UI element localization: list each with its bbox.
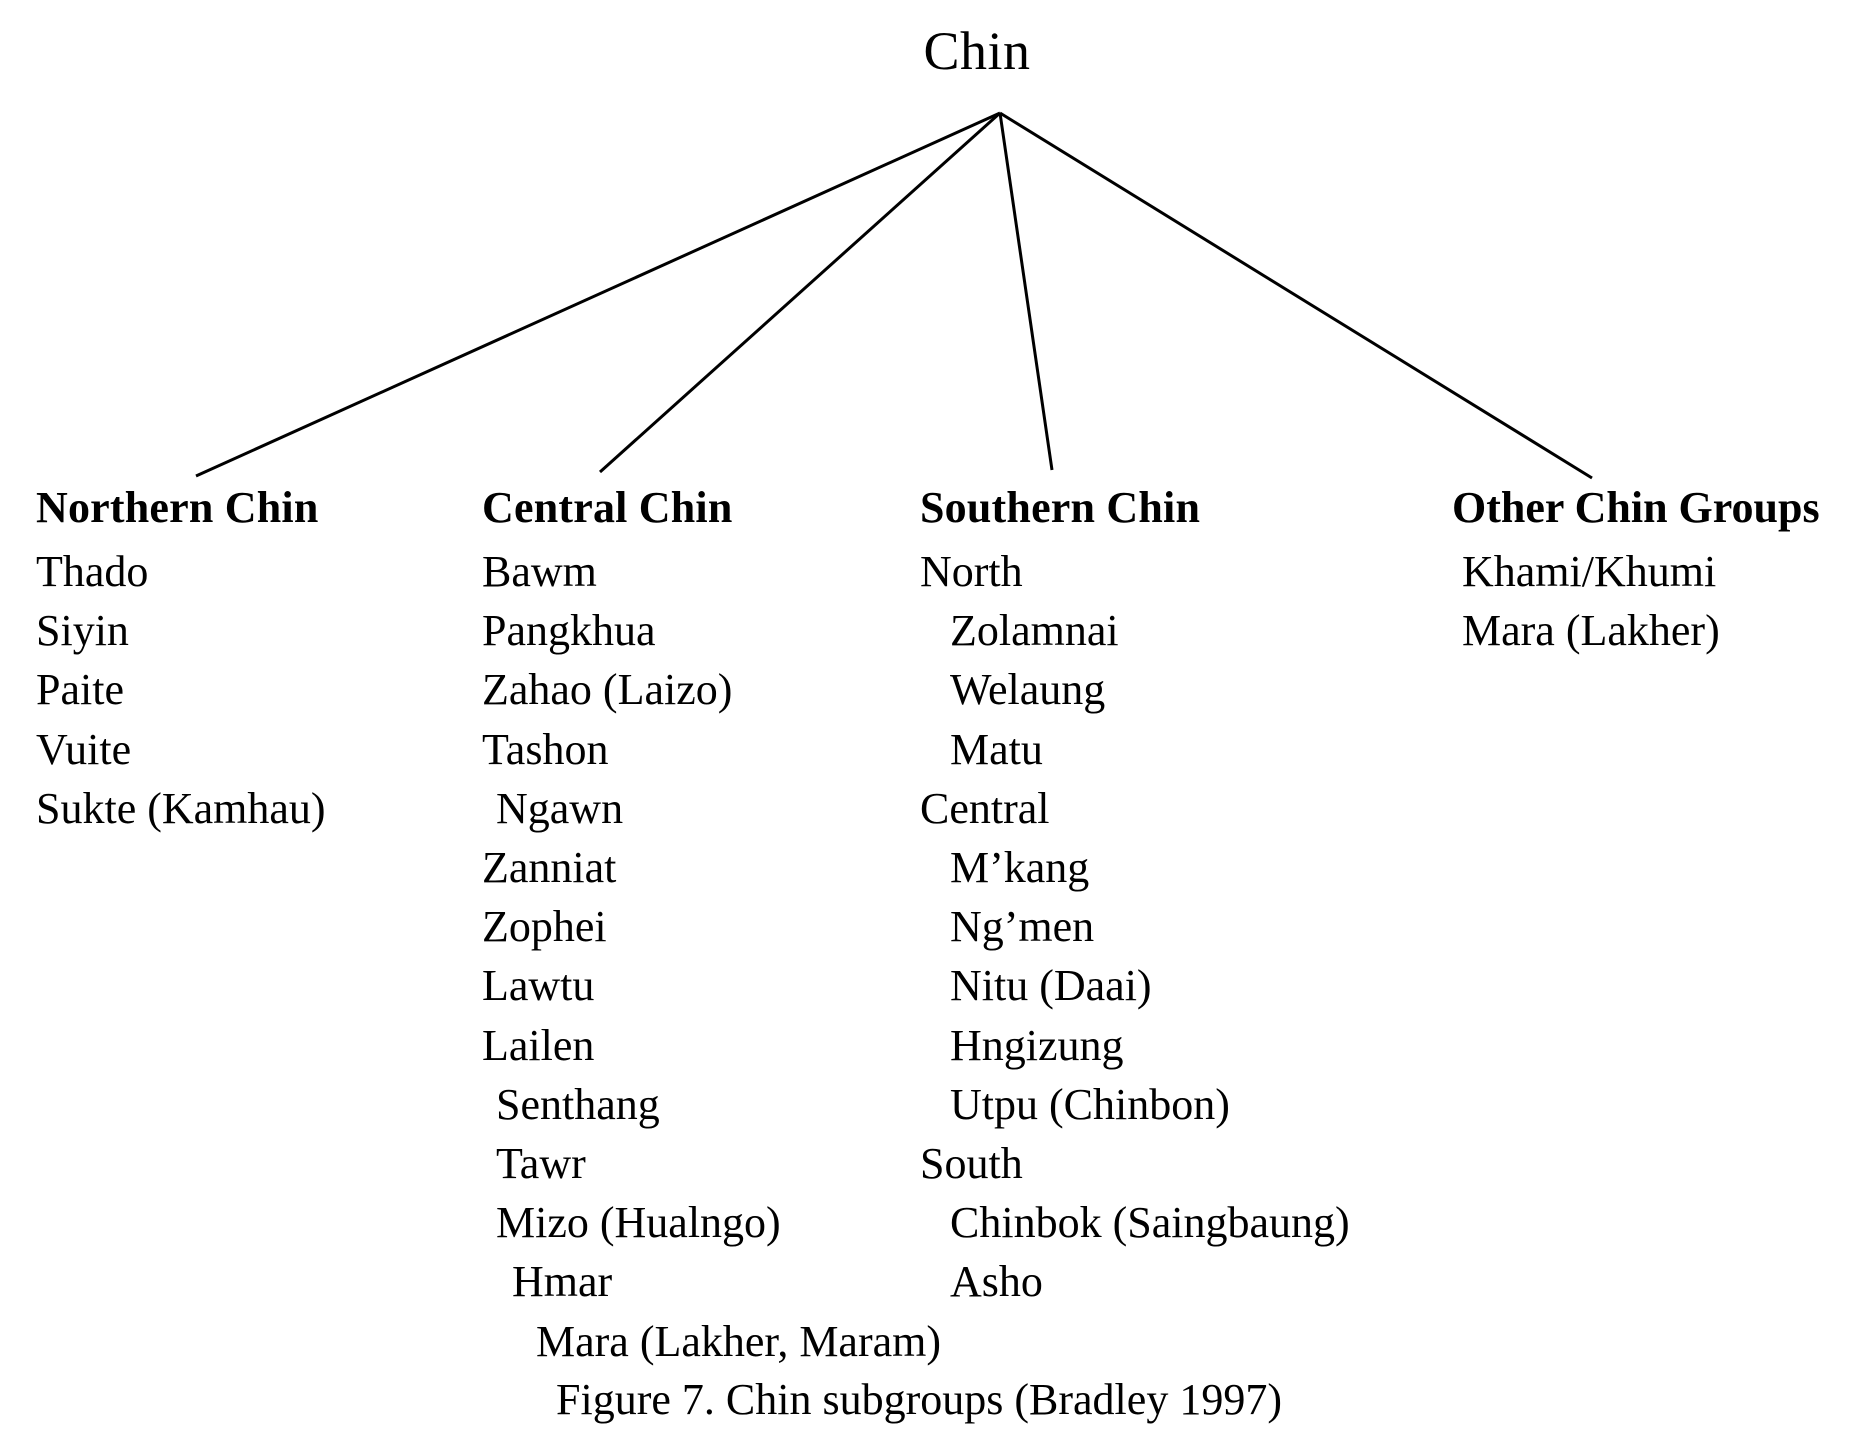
- list-item: Lawtu: [482, 961, 595, 1011]
- list-item: Khami/Khumi: [1462, 547, 1717, 596]
- list-item: Bawm: [482, 547, 597, 596]
- list-item: Zophei: [482, 902, 607, 952]
- column-northern-chin: Northern Chin Thado Siyin Paite Vuite Su…: [36, 486, 396, 838]
- column-header-other-chin-groups: Other Chin Groups: [1452, 483, 1820, 532]
- column-header-southern-chin: Southern Chin: [920, 483, 1201, 532]
- root-node: Chin: [0, 24, 1858, 78]
- list-item: Tawr: [496, 1139, 586, 1189]
- item-list-southern-chin: North Zolamnai Welaung Matu Central M’ka…: [920, 542, 1350, 1312]
- list-item: Central: [920, 783, 1050, 833]
- branch-line-central: [598, 111, 1002, 474]
- list-item: Matu: [950, 724, 1043, 774]
- branch-line-northern: [195, 111, 1001, 478]
- list-item: Paite: [36, 665, 124, 715]
- list-item: Nitu (Daai): [950, 961, 1152, 1011]
- list-item: Mara (Lakher): [1462, 606, 1720, 656]
- branch-line-other: [999, 111, 1593, 480]
- list-item: Vuite: [36, 724, 132, 774]
- list-item: Senthang: [496, 1079, 660, 1129]
- branch-line-southern: [998, 112, 1054, 471]
- list-item: North: [920, 547, 1023, 596]
- list-item: Sukte (Kamhau): [36, 783, 326, 833]
- list-item: Tashon: [482, 724, 609, 774]
- list-item: Hngizung: [950, 1020, 1124, 1070]
- item-list-other-chin-groups: Khami/Khumi Mara (Lakher): [1452, 542, 1852, 660]
- list-item: Utpu (Chinbon): [950, 1079, 1230, 1129]
- list-item: Welaung: [950, 665, 1106, 715]
- column-southern-chin: Southern Chin North Zolamnai Welaung Mat…: [920, 483, 1350, 1312]
- list-item: Zanniat: [482, 843, 617, 893]
- list-item: Zolamnai: [950, 606, 1119, 656]
- item-list-northern-chin: Thado Siyin Paite Vuite Sukte (Kamhau): [36, 542, 396, 838]
- item-list-central-chin: Bawm Pangkhua Zahao (Laizo) Tashon Ngawn…: [482, 542, 942, 1371]
- list-item: Ngawn: [496, 783, 624, 833]
- list-item: Siyin: [36, 606, 129, 656]
- list-item: Thado: [36, 547, 149, 596]
- list-item: M’kang: [950, 843, 1090, 893]
- list-item: Chinbok (Saingbaung): [950, 1198, 1350, 1248]
- column-header-northern-chin: Northern Chin: [36, 483, 319, 532]
- column-other-chin-groups: Other Chin Groups Khami/Khumi Mara (Lakh…: [1452, 486, 1852, 660]
- list-item: Lailen: [482, 1020, 595, 1070]
- list-item: Mizo (Hualngo): [496, 1198, 781, 1248]
- list-item: Pangkhua: [482, 606, 656, 656]
- figure-caption-text: Figure 7. Chin subgroups (Bradley 1997): [556, 1375, 1282, 1424]
- column-central-chin: Central Chin Bawm Pangkhua Zahao (Laizo)…: [482, 483, 942, 1371]
- list-item: Asho: [950, 1257, 1043, 1307]
- subgroup-columns: Northern Chin Thado Siyin Paite Vuite Su…: [0, 486, 1858, 1386]
- list-item: South: [920, 1139, 1023, 1189]
- list-item: Ng’men: [950, 902, 1095, 952]
- column-header-central-chin: Central Chin: [482, 483, 733, 532]
- figure-caption: Figure 7. Chin subgroups (Bradley 1997): [0, 1378, 1858, 1422]
- list-item: Mara (Lakher, Maram): [536, 1316, 942, 1366]
- list-item: Hmar: [512, 1257, 613, 1307]
- root-node-label: Chin: [923, 21, 1031, 81]
- list-item: Zahao (Laizo): [482, 665, 733, 715]
